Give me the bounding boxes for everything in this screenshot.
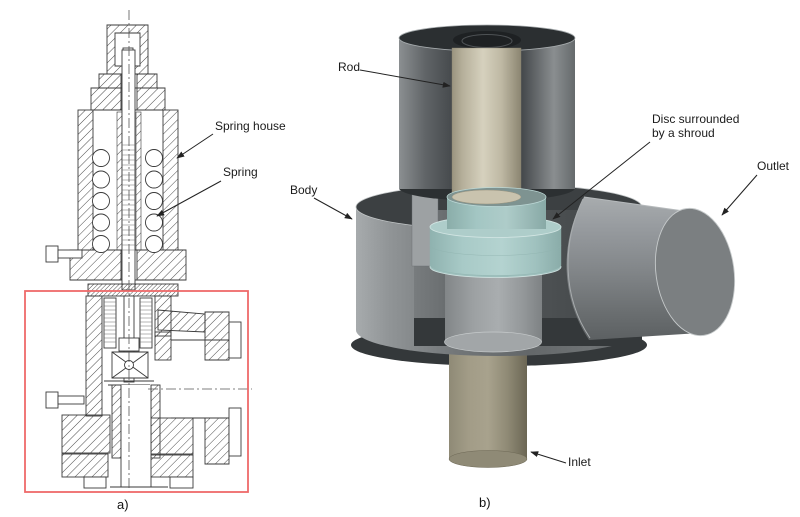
rod-arrow	[359, 69, 451, 88]
section-drawing	[24, 10, 252, 493]
outlet-arrow	[721, 174, 758, 216]
disc-shroud-label: Disc surrounded by a shroud	[652, 112, 739, 140]
outlet-label: Outlet	[757, 159, 790, 173]
disc-arrow	[552, 141, 651, 220]
disc-shroud-label-line2: by a shroud	[652, 126, 715, 140]
inlet-arrow	[530, 451, 567, 464]
spring-label: Spring	[223, 165, 258, 179]
inlet-label: Inlet	[568, 455, 591, 469]
body-label: Body	[290, 183, 318, 197]
outlet-pipe	[566, 196, 736, 340]
inlet-pipe	[448, 350, 528, 468]
leader-arrows	[156, 69, 758, 464]
rod-label: Rod	[338, 60, 361, 74]
disc-shroud	[429, 187, 562, 278]
spring-arrow	[156, 180, 222, 217]
body-arrow	[313, 197, 353, 220]
cad-render	[351, 24, 736, 468]
disc-shroud-label-line1: Disc surrounded	[652, 112, 740, 126]
panel-a-caption: a)	[117, 497, 129, 512]
spring-house-label: Spring house	[215, 119, 286, 133]
spring-house-arrow	[176, 133, 214, 159]
panel-b-caption: b)	[479, 495, 491, 510]
highlight-rectangle	[24, 290, 249, 493]
rod-cylinder	[451, 47, 522, 201]
